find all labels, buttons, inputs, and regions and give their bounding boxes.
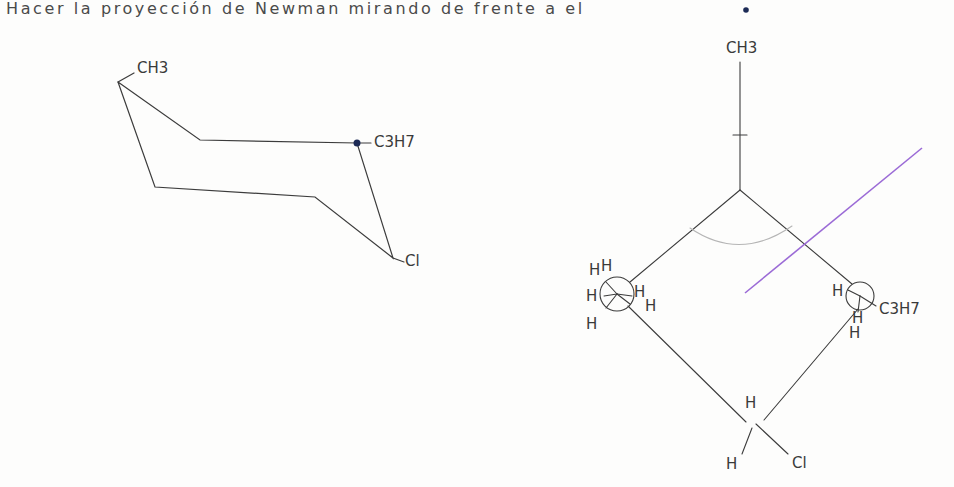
- atom-label: H: [589, 262, 600, 279]
- atom-label: Cl: [405, 253, 420, 270]
- marker-dot: [743, 7, 749, 13]
- bond: [764, 309, 858, 420]
- atom-label: H: [586, 288, 597, 305]
- atom-label: H: [849, 325, 860, 342]
- marker-dot: [354, 140, 361, 147]
- bond: [756, 424, 788, 454]
- bond: [606, 294, 617, 308]
- atom-label: H: [645, 298, 656, 315]
- chair-conformation: [118, 73, 404, 262]
- atom-label: Cl: [792, 455, 807, 472]
- bond: [742, 428, 752, 454]
- atom-label: H: [601, 258, 612, 275]
- atom-label: H: [832, 283, 843, 300]
- bond: [848, 290, 860, 296]
- angle-arc: [690, 226, 792, 245]
- newman-sketch: [600, 62, 876, 454]
- bond: [606, 282, 617, 294]
- atom-label: H: [726, 456, 737, 473]
- atom-label: CH3: [137, 60, 168, 77]
- bond: [118, 73, 134, 82]
- bond: [860, 296, 876, 306]
- atom-label: H: [634, 284, 645, 301]
- atom-label: H: [586, 316, 597, 333]
- purple-stroke: [745, 148, 922, 293]
- bond: [630, 190, 740, 282]
- bond: [617, 294, 630, 304]
- instruction-title: Hacer la proyección de Newman mirando de…: [6, 0, 585, 18]
- bond: [393, 258, 404, 262]
- newman-circle: [600, 277, 634, 311]
- atom-label: C3H7: [374, 134, 415, 151]
- bond: [740, 190, 852, 284]
- cyclohexane-ring: [118, 82, 393, 258]
- bond: [628, 306, 746, 422]
- atom-label: H: [745, 395, 756, 412]
- atom-label: C3H7: [879, 301, 920, 318]
- atom-label: CH3: [726, 40, 757, 57]
- bond: [739, 62, 740, 190]
- tick: [733, 134, 747, 135]
